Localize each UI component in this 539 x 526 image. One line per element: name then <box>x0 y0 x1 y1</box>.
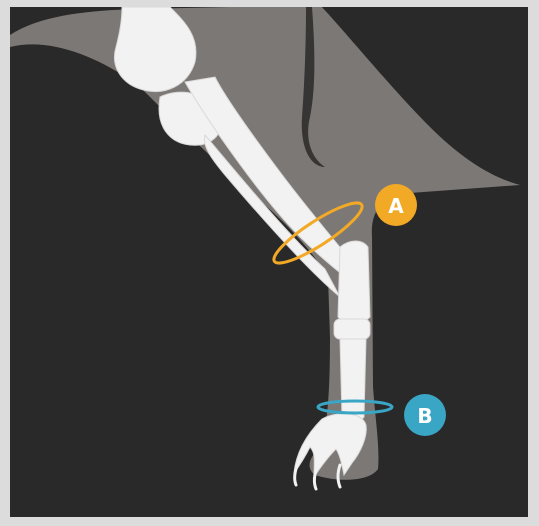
metacarpal-joint <box>334 319 370 339</box>
marker-a-label: A <box>388 194 404 218</box>
xray-panel: A B <box>10 7 528 517</box>
dog-leg-diagram: A B <box>10 7 528 517</box>
carpus <box>338 241 370 323</box>
marker-b-label: B <box>417 404 432 428</box>
metacarpal <box>340 339 366 422</box>
